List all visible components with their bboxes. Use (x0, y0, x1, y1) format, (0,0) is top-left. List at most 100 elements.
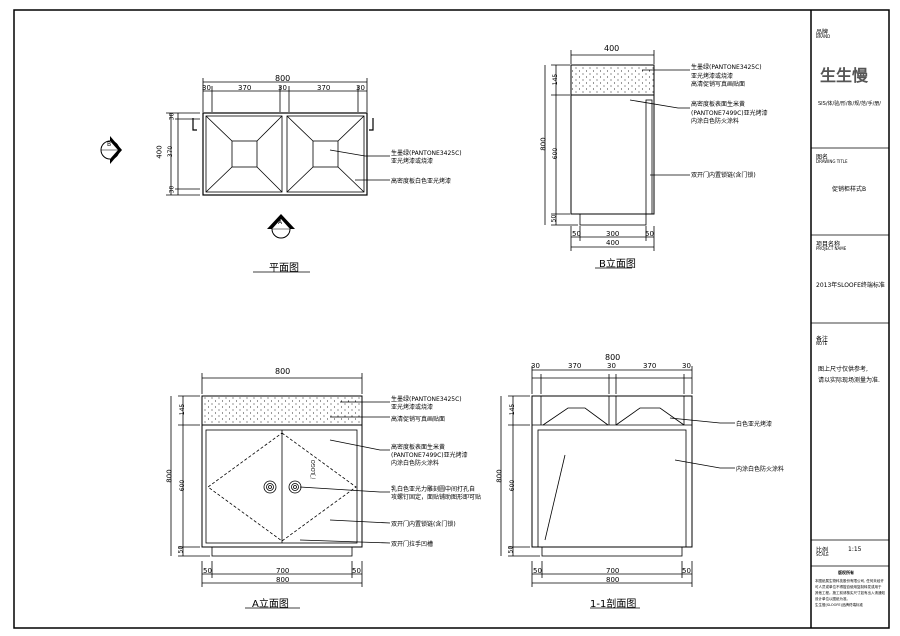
a-note-line: 攻螺钉固定，面贴铺助图形即可贴 (391, 494, 482, 501)
b-dim-top: 400 (604, 44, 620, 53)
a-note-line: 内涂白色防火涂料 (391, 460, 440, 467)
a-dim-bottom: 50 (352, 567, 361, 575)
project-name: 2013年SLOOFE终端标准 (816, 282, 885, 289)
a-note-line: 双开门内置锁链(含门锁) (391, 521, 456, 528)
fine-print-line: 本图纸属生物科技股份有限公司, 任何未经许 (815, 579, 884, 583)
b-dim-bottom-total: 400 (606, 239, 620, 247)
plan-dim-side: 370 (167, 145, 175, 158)
plan-view (166, 78, 390, 196)
plan-dim-side-total: 400 (155, 145, 164, 159)
fine-print-line: 生生慢(SLOOFE)品牌终端标准 (815, 603, 864, 607)
brand-label-en: BRAND (816, 34, 831, 39)
fine-print: 本图纸属生物科技股份有限公司, 任何未经许 可人员或单位不得擅自使用复制转发或用… (815, 578, 885, 608)
b-note-line: 生墨绿(PANTONE3425C) (691, 64, 762, 71)
a-notes: 乳白色亚光力雕刻圆中间打孔自 攻螺钉固定，面贴铺助图形即可贴 (391, 486, 481, 502)
a-note-line: 亚光烤漆或烧漆 (391, 404, 434, 411)
title-block-grid (811, 147, 889, 567)
b-dim-left: 50 (550, 214, 558, 223)
note-label: 备注 (816, 336, 829, 343)
plan-note-line: 高密度板白色亚光烤漆 (391, 178, 452, 185)
b-note-line: 亚光烤漆或烧漆 (691, 72, 734, 80)
a-dim-left-total: 800 (165, 469, 174, 483)
plan-caption: 平面图 (269, 263, 299, 274)
b-dim-left-total: 800 (539, 137, 548, 151)
project-label: 项目名称 (816, 241, 841, 248)
b-dim-bottom: 50 (645, 230, 654, 238)
note-label-en: NOTE (816, 341, 828, 346)
note-line: 请以实际现场测量为准. (818, 377, 880, 384)
brand-label: 品牌 (816, 29, 829, 36)
b-note-line: 内涂白色防火涂料 (691, 118, 740, 125)
b-dim-left: 145 (552, 73, 560, 86)
brand-logo: 生生慢 (820, 66, 869, 85)
section-dim-top-part: 370 (643, 362, 657, 370)
section-dim-left-total: 800 (495, 469, 504, 483)
a-dim-left: 50 (177, 545, 185, 554)
plan-dim-part: 30 (356, 84, 365, 92)
section-dim-bottom-total: 800 (606, 576, 620, 584)
section-note: 白色亚光烤漆 (736, 421, 773, 428)
plan-note-line: 亚光烤漆或烧漆 (391, 158, 434, 165)
plan-note-line: 生墨绿(PANTONE3425C) (391, 150, 462, 157)
section-dim-top-part: 30 (531, 362, 540, 370)
plan-marker-a-label: A (278, 219, 283, 226)
sheet-frame (13, 9, 890, 629)
scale-value: 1:15 (848, 546, 862, 553)
b-dim-bottom: 50 (572, 230, 581, 238)
fine-print-line: 可人员或单位不得擅自使用复制转发或用于 (815, 585, 882, 589)
plan-marker-b (100, 136, 122, 164)
plan-dim-total: 800 (275, 74, 291, 83)
brand-sub: SIS/体/验/形/象/规/范/手/册/ (818, 101, 881, 107)
a-dim-bottom: 50 (203, 567, 212, 575)
a-note-line: 乳白色亚光力雕刻圆中间打孔自 (391, 486, 476, 493)
section-note: 内涂白色防火涂料 (736, 466, 785, 473)
plan-dim-side: 30 (168, 185, 176, 194)
section-view (500, 366, 735, 587)
section-dim-bottom: 700 (606, 567, 620, 575)
a-notes: 生墨绿(PANTONE3425C) 亚光烤漆或烧漆 (391, 396, 462, 412)
b-notes: 生墨绿(PANTONE3425C) 亚光烤漆或烧漆 高清促销写真画贴面 (691, 64, 762, 90)
a-dim-left: 600 (179, 479, 187, 492)
b-note-line: (PANTONE7499C)亚光烤漆 (691, 109, 768, 117)
section-dim-left: 145 (509, 403, 517, 416)
a-note-line: 生墨绿(PANTONE3425C) (391, 396, 462, 403)
b-note-line: 高清促销写真画贴面 (691, 81, 746, 88)
drawing-title-label: 图名 (816, 154, 829, 161)
plan-dim-side: 30 (168, 112, 176, 121)
a-elevation (170, 373, 391, 587)
a-note-line: 高密度板表面生米黄 (391, 444, 446, 451)
note-line: 图上尺寸仅供参考, (818, 366, 868, 373)
section-dim-left: 50 (507, 545, 515, 554)
plan-dim-part: 30 (202, 84, 211, 92)
section-caption: 1-1剖面图 (590, 599, 637, 610)
a-dim-bottom: 700 (276, 567, 290, 575)
section-dim-bottom: 50 (682, 567, 691, 575)
a-dim-left: 145 (179, 403, 187, 416)
section-dim-top: 800 (605, 353, 621, 362)
section-dim-left: 600 (509, 479, 517, 492)
section-dim-top-part: 30 (607, 362, 616, 370)
a-notes: 高密度板表面生米黄 (PANTONE7499C)亚光烤漆 内涂白色防火涂料 (391, 444, 468, 468)
b-note-line: 高密度板表面生米黄 (691, 101, 746, 108)
plan-marker-b-label: B (107, 141, 112, 148)
drawing-title-label-en: DRAWING TITLE (816, 159, 848, 164)
plan-dim-part: 30 (278, 84, 287, 92)
b-caption: B立面图 (599, 259, 636, 270)
section-dim-bottom: 50 (533, 567, 542, 575)
project-label-en: PROJECT NAME (816, 246, 847, 251)
scale-label: 比例 (816, 547, 829, 554)
a-door-text: 门LOGO (311, 459, 318, 480)
plan-note: 生墨绿(PANTONE3425C) 亚光烤漆或烧漆 (391, 150, 462, 166)
a-note-line: 高清促销写真画贴面 (391, 416, 446, 423)
fine-print-line: 其他工程。施工前请核实尺寸如有出入请通知 (815, 591, 885, 595)
a-dim-bottom-total: 800 (276, 576, 290, 584)
b-dim-left: 600 (552, 147, 560, 160)
plan-dim-part: 370 (238, 84, 252, 92)
scale-label-en: SCALE (816, 552, 829, 557)
fine-print-title: 版权所有 (838, 570, 854, 575)
plan-marker-a (267, 214, 295, 239)
a-note-line: 双开门拉手凹槽 (391, 541, 434, 548)
plan-dim-part: 370 (317, 84, 331, 92)
drawing-title: 促销柜样式B (832, 186, 867, 193)
